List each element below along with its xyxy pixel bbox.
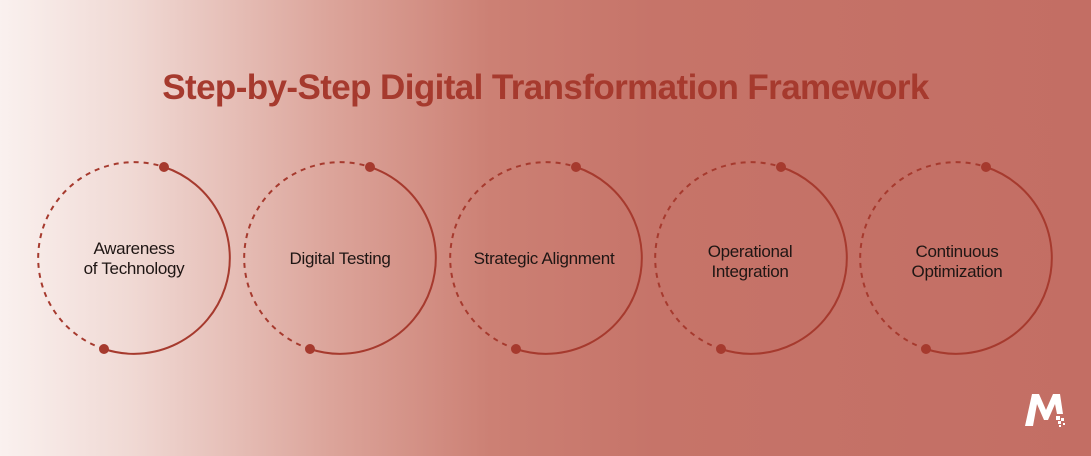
step-circle-1 (37, 161, 231, 355)
step-label-digital-testing: Digital Testing (250, 249, 430, 269)
step-label-strategic-alignment: Strategic Alignment (454, 249, 634, 269)
step-label-continuous-optimization: Continuous Optimization (867, 242, 1047, 282)
step-label-line: Digital Testing (289, 249, 391, 268)
step-circle-5 (859, 161, 1053, 355)
step-label-line: Continuous (915, 242, 999, 261)
step-label-line: Optimization (911, 262, 1003, 281)
step-label-line: Operational (707, 242, 793, 261)
step-label-awareness: Awareness of Technology (44, 239, 224, 279)
step-circle-2 (243, 161, 437, 355)
step-label-line: Integration (711, 262, 789, 281)
step-circle-4 (654, 161, 848, 355)
step-label-line: Strategic Alignment (473, 249, 615, 268)
step-label-line: of Technology (83, 259, 185, 278)
step-label-operational-integration: Operational Integration (660, 242, 840, 282)
step-label-line: Awareness (93, 239, 175, 258)
step-circle-3 (449, 161, 643, 355)
m-logo-icon (1025, 394, 1065, 427)
diagram-title: Step-by-Step Digital Transformation Fram… (162, 68, 929, 107)
